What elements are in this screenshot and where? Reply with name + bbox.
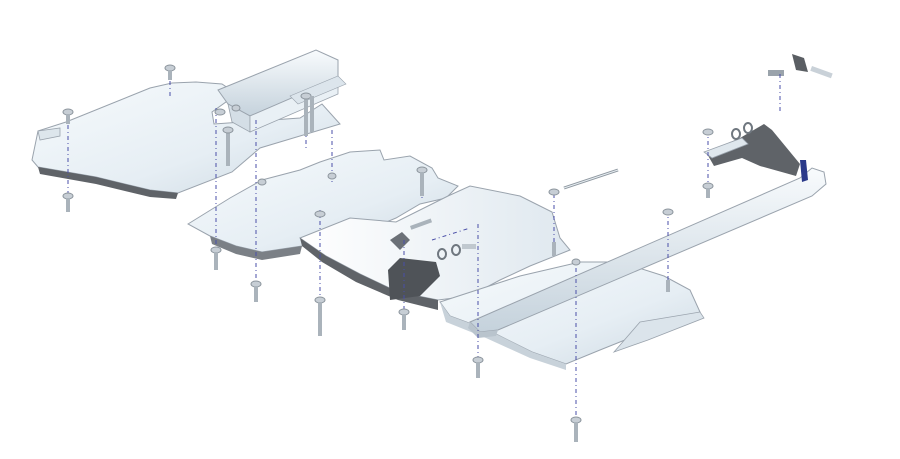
bolt	[472, 356, 484, 378]
rear-mount-bracket	[703, 124, 800, 176]
bolt	[62, 192, 74, 212]
bolt	[398, 308, 410, 330]
rod	[563, 168, 619, 190]
bolt	[310, 96, 314, 132]
bolt	[410, 218, 433, 230]
fastener-set	[62, 64, 753, 442]
front-skid-plate	[31, 81, 341, 199]
bolt	[214, 104, 267, 186]
bolt	[571, 258, 581, 266]
bolt	[314, 296, 326, 336]
bolt	[416, 166, 428, 196]
bolt	[222, 126, 234, 166]
bolt	[62, 108, 74, 124]
bolt	[662, 208, 674, 292]
bolt	[250, 280, 262, 302]
bolt	[327, 172, 337, 180]
front-bolt-bracket	[388, 232, 440, 300]
washer	[731, 122, 753, 140]
bolt	[210, 246, 222, 270]
bolt	[314, 210, 326, 218]
bolt	[548, 188, 560, 256]
rear-skid-plate	[439, 261, 705, 370]
long-side-rail	[468, 160, 827, 338]
bolt	[702, 128, 714, 198]
bolt	[570, 416, 582, 442]
bolt	[164, 64, 176, 80]
top-bracket-assembly	[768, 54, 833, 79]
washer	[437, 244, 476, 260]
